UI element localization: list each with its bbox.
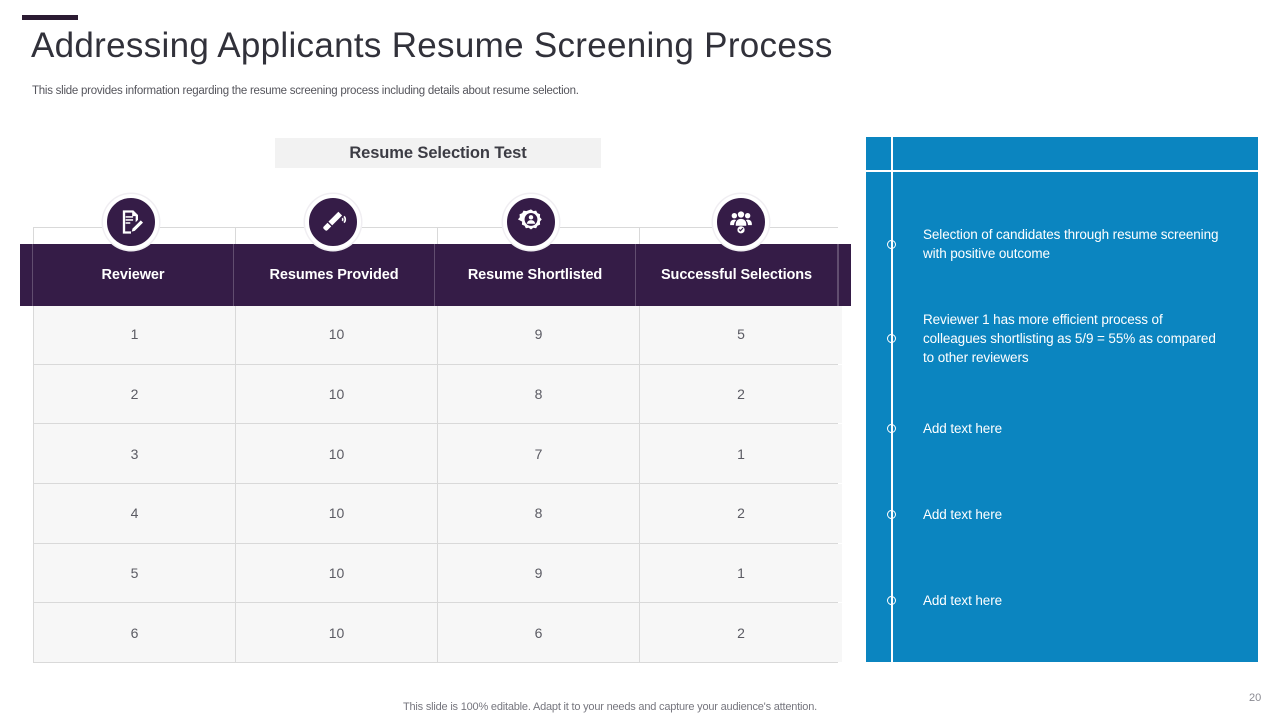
table-cell-resumes-provided: 10	[236, 484, 437, 543]
table-cell-resume-shortlisted: 9	[438, 305, 639, 364]
table-cell-reviewer: 1	[34, 305, 235, 364]
table-cell-resumes-provided: 10	[236, 424, 437, 483]
timeline-marker-icon	[886, 239, 896, 249]
page-title: Addressing Applicants Resume Screening P…	[31, 26, 833, 65]
insight-text: Selection of candidates through resume s…	[923, 227, 1219, 261]
table-cell-resumes-provided: 10	[236, 364, 437, 424]
person-gear-icon	[503, 194, 559, 250]
page-number: 20	[1249, 692, 1262, 704]
timeline-marker-icon	[886, 334, 896, 343]
section-title-chip: Resume Selection Test	[275, 138, 601, 168]
table-cell-reviewer: 4	[34, 484, 235, 543]
table-header-successful-selections: Successful Selections	[636, 244, 838, 306]
table-cell-reviewer: 6	[34, 603, 235, 662]
panel-top-divider	[866, 170, 1258, 172]
insight-text: Reviewer 1 has more efficient process of…	[923, 312, 1216, 365]
insight-text: Add text here	[923, 507, 1003, 522]
timeline-marker-icon	[886, 424, 896, 433]
list-item: Add text here	[866, 591, 1258, 610]
table-header-reviewer: Reviewer	[33, 244, 234, 306]
table-cell-resume-shortlisted: 9	[438, 543, 639, 603]
table-cell-resumes-provided: 10	[236, 603, 437, 662]
table-header-right-pad	[838, 244, 851, 306]
table-cell-successful-selections: 1	[640, 543, 842, 603]
table-header-resume-shortlisted: Resume Shortlisted	[435, 244, 636, 306]
list-item: Add text here	[866, 505, 1258, 524]
table-cell-resume-shortlisted: 8	[438, 364, 639, 424]
list-item: Selection of candidates through resume s…	[866, 225, 1258, 263]
timeline-marker-icon	[886, 596, 896, 605]
insight-text: Add text here	[923, 421, 1003, 436]
table-cell-reviewer: 3	[34, 424, 235, 483]
footer-note: This slide is 100% editable. Adapt it to…	[403, 701, 817, 713]
list-item: Reviewer 1 has more efficient process of…	[866, 310, 1258, 367]
table-cell-resume-shortlisted: 6	[438, 603, 639, 662]
document-pencil-icon	[103, 194, 159, 250]
table-header-resumes-provided: Resumes Provided	[234, 244, 435, 306]
timeline-axis	[891, 137, 893, 662]
table-cell-reviewer: 2	[34, 364, 235, 424]
megaphone-icon	[305, 194, 361, 250]
group-check-icon	[713, 194, 769, 250]
table-cell-successful-selections: 2	[640, 364, 842, 424]
table-cell-resume-shortlisted: 7	[438, 424, 639, 483]
table-cell-successful-selections: 5	[640, 305, 842, 364]
resume-selection-table: 1 10 9 5 2 10 8 2 3 10 7 1 4 10 8 2 5 10…	[20, 227, 851, 663]
table-cell-resumes-provided: 10	[236, 305, 437, 364]
page-subtitle: This slide provides information regardin…	[32, 85, 579, 97]
table-cell-resumes-provided: 10	[236, 543, 437, 603]
table-cell-resume-shortlisted: 8	[438, 484, 639, 543]
section-title-label: Resume Selection Test	[349, 143, 527, 162]
list-item: Add text here	[866, 419, 1258, 438]
table-header-left-pad	[20, 244, 33, 306]
table-cell-successful-selections: 1	[640, 424, 842, 483]
table-cell-reviewer: 5	[34, 543, 235, 603]
table-header-row: Reviewer Resumes Provided Resume Shortli…	[20, 244, 851, 306]
timeline-marker-icon	[886, 510, 896, 519]
insight-text: Add text here	[923, 593, 1003, 608]
table-cell-successful-selections: 2	[640, 603, 842, 662]
insights-panel: Selection of candidates through resume s…	[866, 137, 1258, 662]
table-cell-successful-selections: 2	[640, 484, 842, 543]
title-accent-bar	[22, 15, 78, 20]
